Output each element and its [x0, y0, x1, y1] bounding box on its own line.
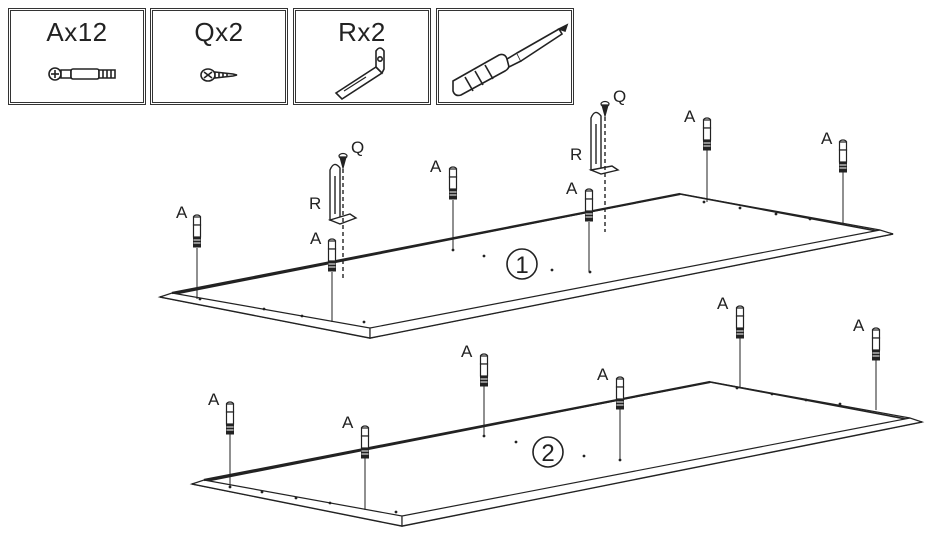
legend-bracket: Rx2	[293, 8, 431, 105]
step-2-circle	[532, 436, 564, 468]
label-a-7: A	[208, 390, 220, 409]
legend-screwdriver	[436, 8, 574, 105]
label-r-2: R	[570, 145, 582, 164]
label-a-10: A	[597, 365, 609, 384]
legend-dowel-label: Ax12	[46, 17, 108, 47]
label-a-3: A	[430, 157, 442, 176]
label-a-2: A	[310, 229, 322, 248]
label-a-4: A	[566, 179, 578, 198]
legend-screw: Qx2	[150, 8, 288, 105]
label-a-1: A	[176, 203, 188, 222]
dowel-icon	[48, 67, 116, 81]
label-q-2: Q	[613, 87, 626, 106]
label-a-8: A	[342, 413, 354, 432]
legend-screw-label: Qx2	[194, 17, 244, 47]
step-1-circle	[506, 248, 538, 280]
panel-1: 1	[157, 192, 894, 339]
l-bracket-icon	[334, 47, 385, 101]
label-a-11: A	[717, 294, 729, 313]
step-1-number: 1	[515, 252, 528, 279]
legend-bracket-label: Rx2	[338, 17, 386, 47]
screw-left	[338, 152, 348, 171]
bracket-left	[327, 162, 358, 278]
screw-right	[600, 100, 610, 119]
panel-2-dowels	[229, 338, 877, 510]
label-a-5: A	[684, 107, 696, 126]
label-a-9: A	[461, 342, 473, 361]
screw-icon	[200, 68, 238, 82]
label-a-6: A	[821, 129, 833, 148]
panel-2: 2	[189, 380, 925, 527]
bracket-right	[588, 110, 620, 232]
legend-dowel: Ax12	[8, 8, 146, 105]
label-a-12: A	[853, 316, 865, 335]
label-q-1: Q	[351, 138, 364, 157]
panel-1-dowels	[196, 150, 844, 322]
screwdriver-icon	[452, 23, 569, 97]
label-r-1: R	[309, 194, 321, 213]
step-2-number: 2	[541, 440, 554, 467]
